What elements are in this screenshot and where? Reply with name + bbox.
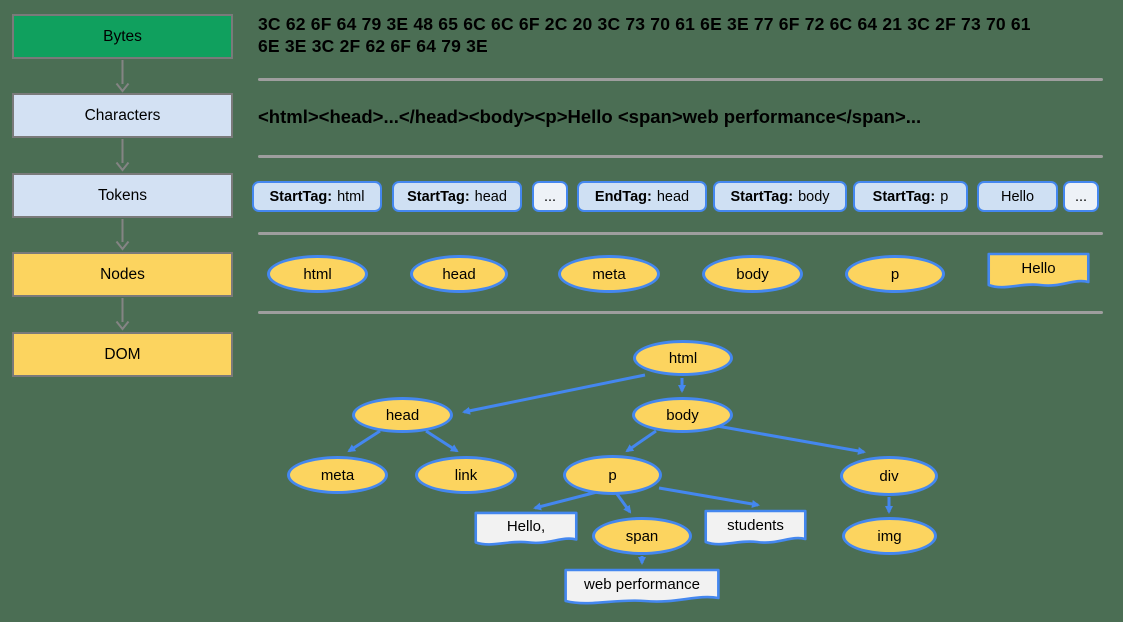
textnode-shape [704, 509, 807, 549]
dom-textnode-webperf: web performance [563, 568, 721, 608]
token-starttag-head: StartTag:head [392, 181, 522, 212]
stage-connector-arrow-2 [115, 139, 130, 172]
node-meta: meta [558, 255, 660, 293]
dom-textnode-students: students [704, 509, 807, 549]
characters-text: <html><head>...</head><body><p>Hello <sp… [258, 106, 922, 127]
dom-node-img: img [842, 517, 937, 555]
token-starttag-html: StartTag:html [252, 181, 382, 212]
stage-connector-arrow-3 [115, 219, 130, 251]
token-ellipsis-2: ... [1063, 181, 1099, 212]
section-divider-4 [258, 311, 1103, 314]
node-p: p [845, 255, 945, 293]
node-head: head [410, 255, 508, 293]
dom-textnode-hello: Hello, [474, 511, 578, 549]
token-text-hello: Hello [977, 181, 1058, 212]
node-body: body [702, 255, 803, 293]
dom-node-meta: meta [287, 456, 388, 494]
dom-node-head: head [352, 397, 453, 433]
stage-connector-arrow-1 [115, 60, 130, 93]
stage-box-bytes: Bytes [12, 14, 233, 59]
token-starttag-p: StartTag:p [853, 181, 968, 212]
edge-body-p [625, 429, 657, 453]
stage-box-nodes: Nodes [12, 252, 233, 297]
stage-connector-arrow-4 [115, 298, 130, 331]
textnode-shape [474, 511, 578, 549]
bytes-hex-text: 3C 62 6F 64 79 3E 48 65 6C 6C 6F 2C 20 3… [258, 13, 1068, 57]
token-endtag-head: EndTag:head [577, 181, 707, 212]
dom-node-span: span [592, 517, 692, 555]
node-html: html [267, 255, 368, 293]
edge-p-hello [533, 490, 598, 511]
dom-node-p: p [563, 455, 662, 495]
dom-node-div: div [840, 456, 938, 496]
textnode-shape [563, 568, 721, 608]
dom-node-body: body [632, 397, 733, 433]
bytes-hex-line-2: 6E 3E 3C 2F 62 6F 64 79 3E [258, 36, 488, 56]
stage-box-tokens: Tokens [12, 173, 233, 218]
dom-node-html: html [633, 340, 733, 376]
edge-p-students [658, 486, 760, 508]
section-divider-3 [258, 232, 1103, 235]
edge-body-div [716, 424, 866, 455]
textnode-shape [987, 252, 1090, 292]
edge-head-meta [347, 429, 381, 453]
stage-box-characters: Characters [12, 93, 233, 138]
token-ellipsis-1: ... [532, 181, 568, 212]
node-text-hello: Hello [987, 252, 1090, 292]
edge-head-link [425, 429, 459, 453]
edge-html-head [462, 373, 646, 415]
token-starttag-body: StartTag:body [713, 181, 847, 212]
stage-box-dom: DOM [12, 332, 233, 377]
edge-p-span [615, 493, 632, 514]
section-divider-2 [258, 155, 1103, 158]
bytes-hex-line-1: 3C 62 6F 64 79 3E 48 65 6C 6C 6F 2C 20 3… [258, 14, 1031, 34]
dom-node-link: link [415, 456, 517, 494]
section-divider-1 [258, 78, 1103, 81]
